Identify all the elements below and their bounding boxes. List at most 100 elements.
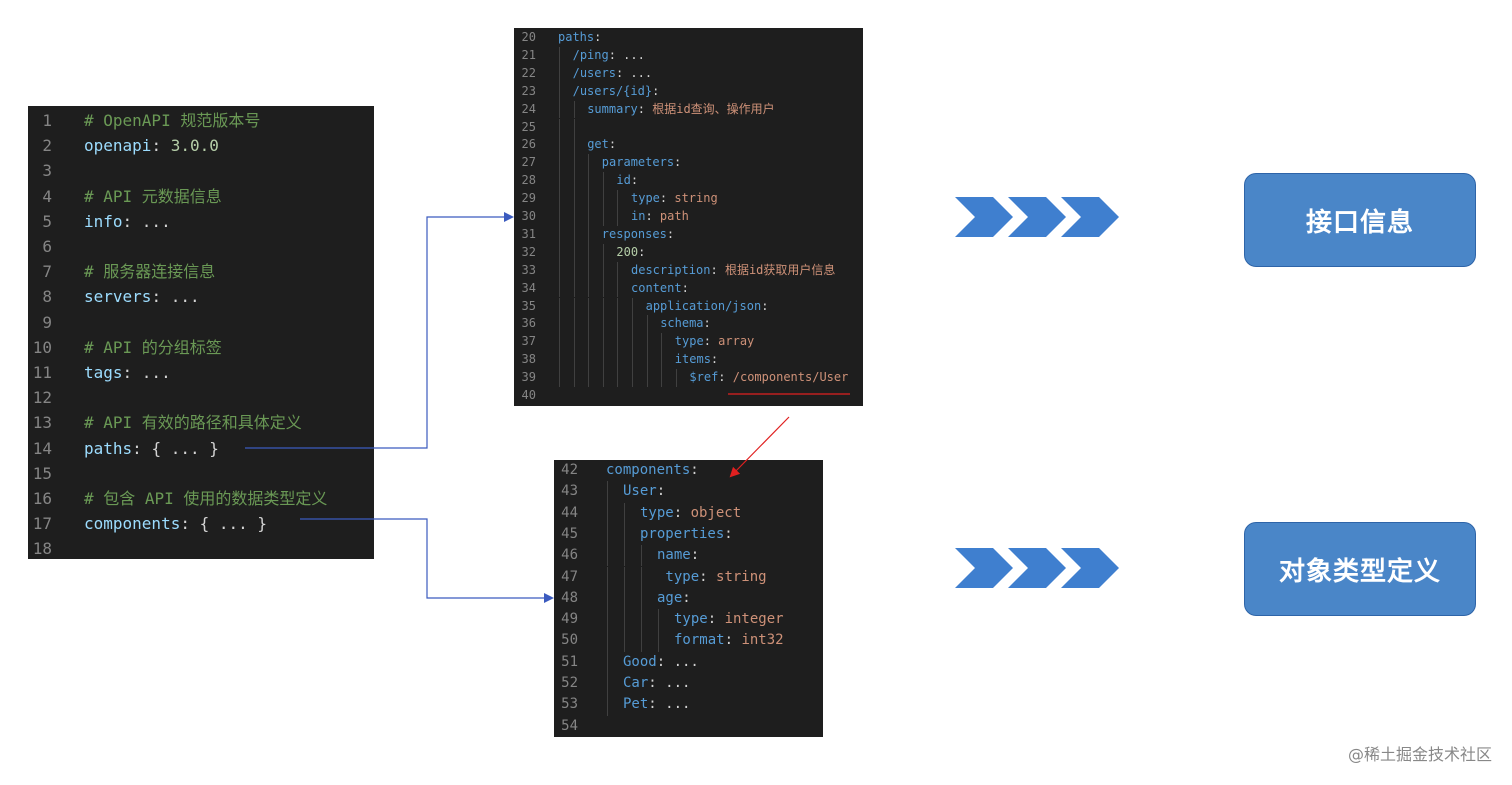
code-line: 23/users/{id}: xyxy=(514,82,863,101)
indent-guide xyxy=(624,587,625,610)
code-text: items: xyxy=(675,351,718,369)
code-token: string xyxy=(674,191,718,206)
code-line: 7# 服务器连接信息 xyxy=(28,259,374,284)
code-line: 4# API 元数据信息 xyxy=(28,184,374,209)
indent-guide xyxy=(559,279,560,298)
chevron-arrows-icon xyxy=(955,548,1119,588)
code-token: # 服务器连接信息 xyxy=(84,262,216,282)
code-text: type: string xyxy=(657,567,766,588)
code-token: : xyxy=(656,483,666,500)
indent-guide xyxy=(573,315,575,334)
code-text: format: int32 xyxy=(674,630,784,651)
indent-guide xyxy=(641,545,642,567)
code-token: get xyxy=(587,137,609,152)
indent-guide xyxy=(617,315,619,334)
indent-guide xyxy=(641,609,642,631)
code-token: : ... xyxy=(608,47,645,62)
indent-guide xyxy=(607,566,608,588)
code-line: 13# API 有效的路径和具体定义 xyxy=(28,410,374,435)
code-token: $ref xyxy=(689,370,719,385)
code-token: # API 有效的路径和具体定义 xyxy=(84,413,302,433)
code-token: : xyxy=(666,226,675,241)
indent-guide xyxy=(675,369,677,387)
indent-guide xyxy=(624,609,625,631)
indent-guide xyxy=(559,100,560,119)
code-text: age: xyxy=(657,588,691,609)
indent-guide xyxy=(602,243,604,262)
code-token: object xyxy=(690,504,742,521)
code-text: responses: xyxy=(602,226,674,244)
line-number: 11 xyxy=(32,363,52,382)
indent-guide xyxy=(559,369,560,387)
code-token: id xyxy=(616,173,631,188)
code-token: content xyxy=(631,280,682,295)
code-text: # 包含 API 使用的数据类型定义 xyxy=(84,486,327,511)
code-token: # API 元数据信息 xyxy=(84,186,222,206)
code-text: # OpenAPI 规范版本号 xyxy=(84,108,260,133)
code-token: info xyxy=(84,211,123,231)
indent-guide xyxy=(559,172,560,191)
line-number: 51 xyxy=(561,653,578,670)
code-text: Car: ... xyxy=(623,673,690,694)
code-line: 21/ping: ... xyxy=(514,46,863,65)
code-token: properties xyxy=(640,525,725,542)
code-token: 根据id获取用户信息 xyxy=(724,262,836,277)
line-number: 54 xyxy=(561,717,578,734)
code-line: 6 xyxy=(28,234,374,259)
line-number: 38 xyxy=(521,352,536,367)
indent-guide xyxy=(573,225,575,244)
line-number: 52 xyxy=(561,675,578,691)
code-token: items xyxy=(674,352,711,367)
indent-guide xyxy=(632,297,633,316)
indent-guide xyxy=(607,609,608,631)
code-text: servers: ... xyxy=(84,284,200,309)
line-number: 9 xyxy=(42,312,52,332)
indent-guide xyxy=(624,630,625,652)
code-token: : xyxy=(724,525,733,542)
line-number: 10 xyxy=(32,337,52,357)
watermark: @稀土掘金技术社区 xyxy=(1347,745,1492,764)
code-line: 10 # API 的分组标签 xyxy=(28,335,374,360)
indent-guide xyxy=(624,566,625,588)
code-text: description: 根据id获取用户信息 xyxy=(631,262,835,280)
indent-guide xyxy=(602,297,604,316)
code-token: : xyxy=(710,352,719,367)
indent-guide xyxy=(641,566,642,588)
indent-guide xyxy=(602,190,604,208)
code-text: components: xyxy=(606,460,699,481)
indent-guide xyxy=(588,261,590,280)
indent-guide xyxy=(602,351,604,370)
indent-guide xyxy=(588,333,590,352)
line-number: 12 xyxy=(32,388,52,408)
code-token: servers xyxy=(84,287,152,307)
indent-guide xyxy=(646,351,648,370)
code-token: : { ... } xyxy=(132,438,219,458)
line-number: 6 xyxy=(42,237,52,256)
line-number: 5 xyxy=(42,211,52,231)
indent-guide xyxy=(588,243,590,262)
line-number: 53 xyxy=(561,696,578,713)
code-text: # API 的分组标签 xyxy=(84,335,222,360)
indent-guide xyxy=(661,369,663,387)
code-token: : { ... } xyxy=(180,514,268,534)
line-number: 26 xyxy=(521,137,536,152)
indent-guide xyxy=(607,694,608,716)
code-text: name: xyxy=(657,545,699,566)
code-text: # 服务器连接信息 xyxy=(84,259,215,284)
indent-guide xyxy=(559,46,560,65)
code-token: # OpenAPI 规范版本号 xyxy=(84,111,261,130)
code-token: : xyxy=(638,244,646,259)
indent-guide xyxy=(602,315,604,334)
indent-guide xyxy=(658,630,659,652)
line-number: 45 xyxy=(561,525,578,542)
